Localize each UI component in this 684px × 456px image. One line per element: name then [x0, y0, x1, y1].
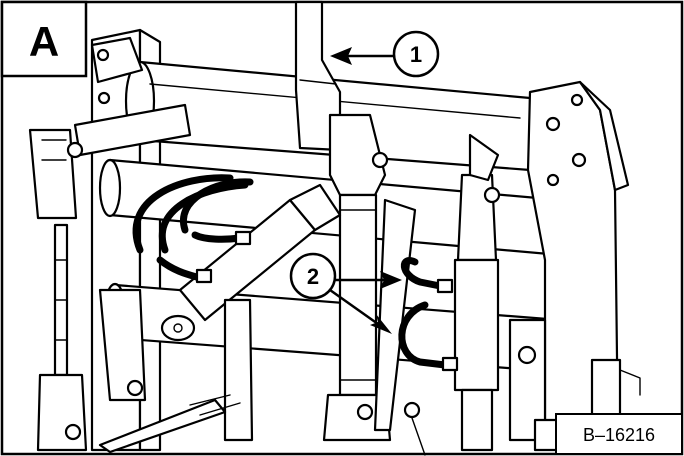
callout-1-number: 1	[410, 42, 422, 67]
panel-label: A	[29, 18, 59, 65]
callout-2-arrowhead-upper	[380, 271, 402, 289]
callout-1: 1	[330, 30, 440, 78]
callout-2-circle	[289, 252, 337, 300]
callout-1-circle	[392, 30, 440, 78]
figure-reference-box: B–16216	[555, 413, 683, 455]
callout-2-number: 2	[307, 264, 319, 289]
machinery-illustration	[28, 0, 641, 456]
figure-reference: B–16216	[583, 425, 655, 445]
callout-2: 2	[289, 252, 402, 334]
callout-1-arrowhead	[330, 47, 352, 65]
panel-label-box: A	[0, 0, 88, 78]
callout-2-arrowhead-lower	[370, 314, 392, 334]
